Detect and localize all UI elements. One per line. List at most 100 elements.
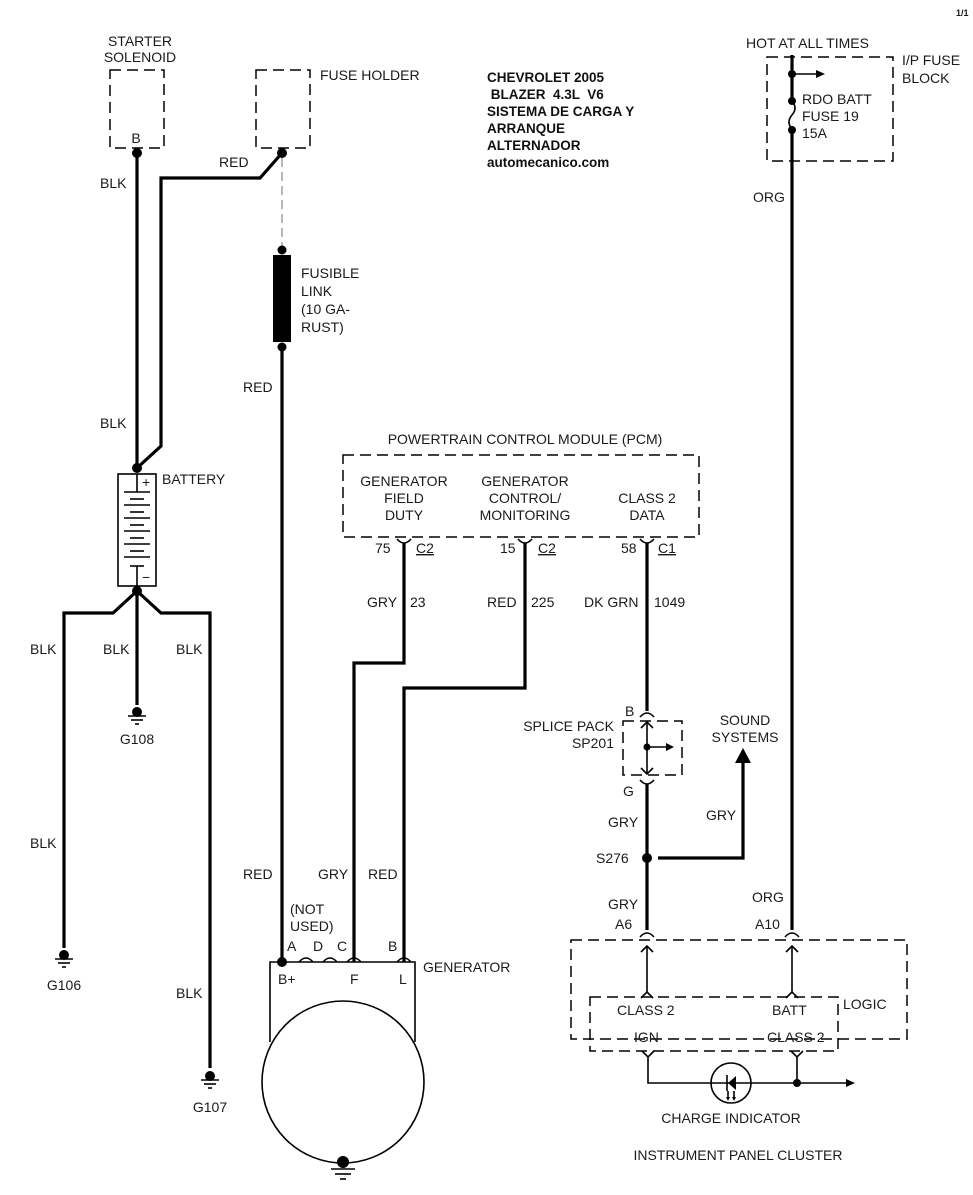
pcm-pin-58-connector [639,538,655,544]
splice-pack-pin-g: G [623,783,634,799]
generator-ground-dot [337,1156,349,1168]
fuse-19-icon [788,100,796,130]
wire-gry-sound [658,762,745,860]
fuse-holder-box [255,69,311,149]
ipc-box [570,939,908,1040]
battery: + − BATTERY [117,463,226,596]
wire-label-dkgrn-circuit: 1049 [654,594,685,610]
charge-indicator-label: CHARGE INDICATOR [661,1110,801,1126]
wire-label-org-a10: ORG [752,889,784,905]
starter-solenoid-terminal: B [131,130,140,146]
wire-label-red-225-circuit: 225 [531,594,555,610]
title-line-2: BLAZER 4.3L V6 [487,87,604,102]
ground-g106: G106 [47,950,81,993]
pcm-pin-75-connector [396,538,412,544]
fuse-19-label-1: RDO BATT [802,91,872,107]
battery-minus-sign: − [142,569,150,585]
ipc-class2-in: CLASS 2 [617,1002,675,1018]
starter-solenoid-label-2: SOLENOID [104,49,176,65]
wire-label-red-225-color: RED [487,594,517,610]
ground-g108-label: G108 [120,731,154,747]
generator-body [261,1000,425,1164]
wire-label-red-l: RED [368,866,398,882]
generator: (NOT USED) A D C B B+ F L GENERATOR [261,901,510,1180]
pcm-pin-58: 58 [621,540,637,556]
generator-pin-b: B [388,938,397,954]
fuse-19-label-2: FUSE 19 [802,108,859,124]
ipc-arrow-icon [846,1079,855,1087]
fusible-link-label-2: LINK [301,283,333,299]
generator-not-used-2: USED) [290,918,334,934]
pcm-cell-2-line-3: MONITORING [480,507,571,523]
sound-systems-arrow-icon [735,748,751,763]
splice-pack-label-2: SP201 [572,735,614,751]
pcm: POWERTRAIN CONTROL MODULE (PCM) GENERATO… [342,431,700,556]
pcm-cell-3-line-2: DATA [629,507,665,523]
ipc-logic-label: LOGIC [843,996,887,1012]
ipc-pin-a6: A6 [615,916,632,932]
splice-pack-box [622,720,683,776]
wire-label-dkgrn-color: DK GRN [584,594,638,610]
ground-g106-label: G106 [47,977,81,993]
fusible-link-body [273,255,291,342]
ip-fuse-block-label-1: I/P FUSE [902,52,960,68]
title-block: CHEVROLET 2005 BLAZER 4.3L V6 SISTEMA DE… [487,70,634,170]
generator-not-used-1: (NOT [290,901,325,917]
title-line-3: SISTEMA DE CARGA Y [487,104,634,119]
page-number: 1/1 [956,8,969,18]
pcm-box [342,454,700,538]
wire-label-blk-solenoid: BLK [100,175,127,191]
wire-label-org-top: ORG [753,189,785,205]
fusible-link-label-3: (10 GA- [301,301,350,317]
pcm-conn-c2-a: C2 [416,540,434,556]
wire-label-red-bplus: RED [243,866,273,882]
starter-solenoid: STARTER SOLENOID B [104,33,176,158]
sound-systems-label-2: SYSTEMS [712,729,779,745]
ip-fuse-block: HOT AT ALL TIMES I/P FUSE BLOCK RDO BATT… [746,35,960,162]
wire-label-blk-right: BLK [176,641,203,657]
generator-pin-d: D [313,938,323,954]
ip-fuse-block-label-2: BLOCK [902,70,950,86]
ipc-class2-out: CLASS 2 [767,1029,825,1045]
title-line-4: ARRANQUE [487,121,565,136]
wire-label-blk-center: BLK [103,641,130,657]
splice-pack-sp201: B SPLICE PACK SP201 G [523,703,683,799]
battery-cells [124,491,150,567]
generator-pin-c: C [337,938,347,954]
sound-systems-label-1: SOUND [720,712,771,728]
wire-label-blk-battery: BLK [100,415,127,431]
wire-gry-23 [352,543,406,962]
generator-label: GENERATOR [423,959,510,975]
fusible-link-label-1: FUSIBLE [301,265,359,281]
ground-g107-label: G107 [193,1099,227,1115]
ground-g108: G108 [120,707,154,747]
wire-label-gry-a6: GRY [608,896,639,912]
ipc-logic-box [589,996,839,1052]
title-line-1: CHEVROLET 2005 [487,70,605,85]
starter-solenoid-label-1: STARTER [108,33,172,49]
pcm-cell-2-line-2: CONTROL/ [489,490,561,506]
battery-positive-dot [132,463,142,473]
splice-pack-arrow-icon [666,743,674,751]
title-line-5: ALTERNADOR [487,138,581,153]
wire-blk-g106 [62,589,139,948]
pcm-conn-c1: C1 [658,540,676,556]
ipc-ign: IGN [634,1029,659,1045]
generator-terminal-bplus: B+ [278,971,296,987]
splice-pack-label-1: SPLICE PACK [523,718,614,734]
wire-label-gry-f: GRY [318,866,349,882]
ipc-internal-circuit [647,1057,848,1084]
pcm-title: POWERTRAIN CONTROL MODULE (PCM) [388,431,663,447]
generator-housing [269,961,416,1042]
battery-label: BATTERY [162,471,226,487]
pcm-conn-c2-b: C2 [538,540,556,556]
hot-at-all-times-label: HOT AT ALL TIMES [746,35,869,51]
pcm-pin-15-connector [517,538,533,544]
wire-label-gry-splice: GRY [608,814,639,830]
wire-label-blk-g107: BLK [176,985,203,1001]
splice-s276-dot [642,853,652,863]
wire-label-gry-23-circuit: 23 [410,594,426,610]
pcm-pin-15: 15 [500,540,516,556]
pcm-cell-1-line-1: GENERATOR [360,473,447,489]
wire-red-fuse-battery [135,151,284,470]
